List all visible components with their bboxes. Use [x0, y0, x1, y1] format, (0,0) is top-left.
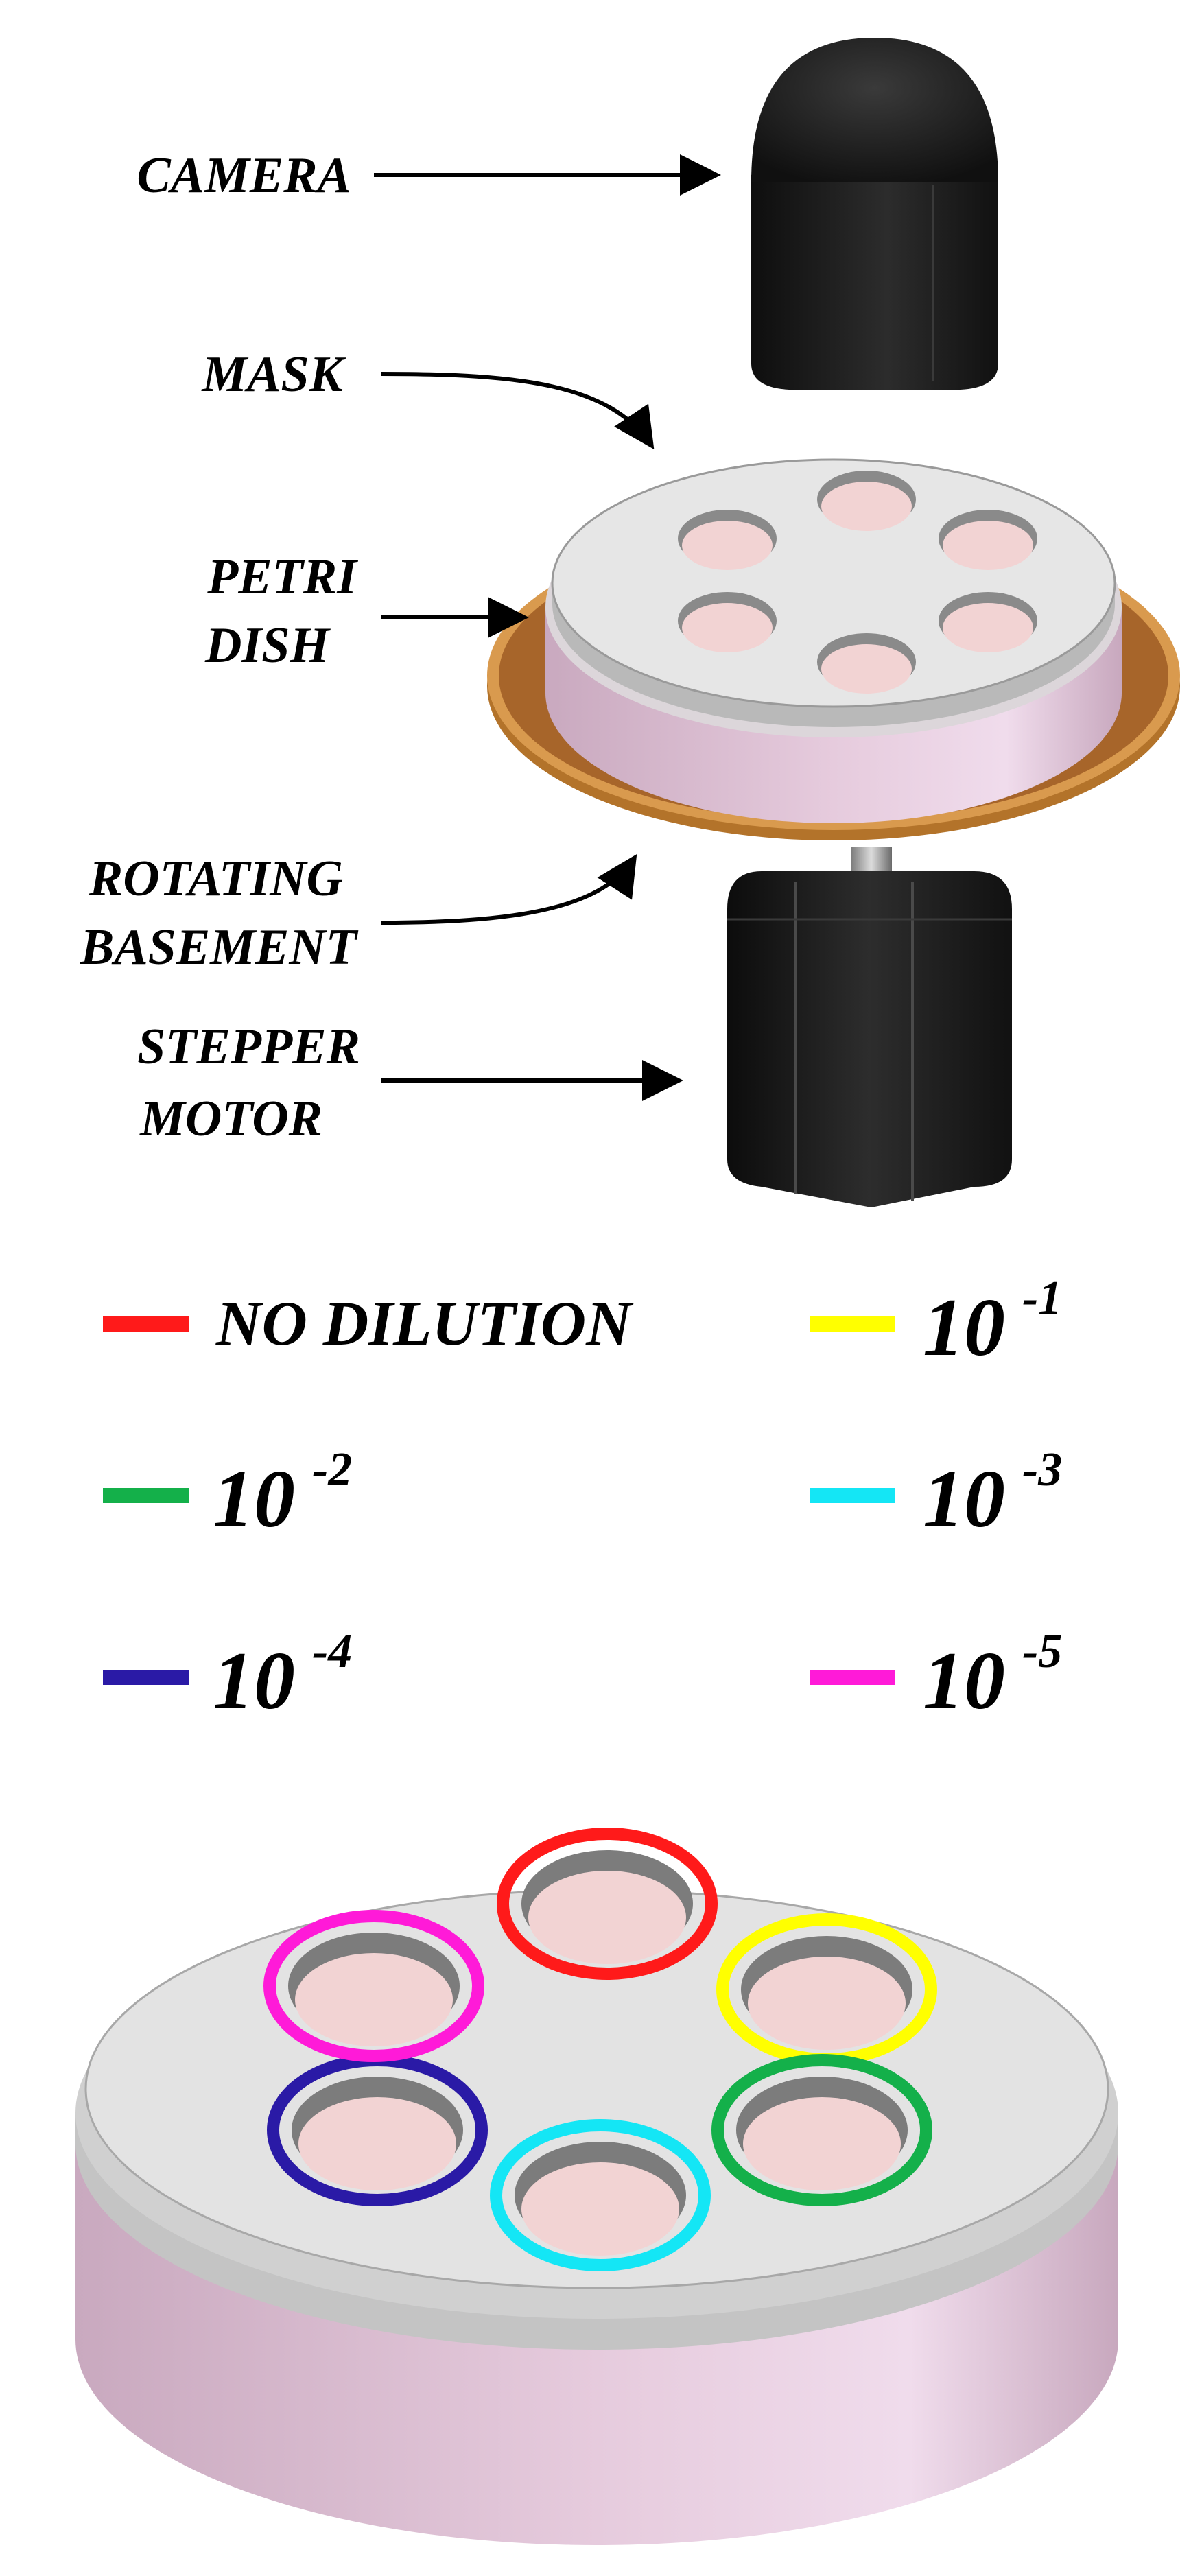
- mask-well: [678, 592, 777, 652]
- mask-well: [939, 510, 1037, 570]
- legend-exponent: -3: [1022, 1443, 1062, 1496]
- well-1e-3: [490, 2119, 711, 2271]
- mask-label: MASK: [201, 346, 346, 403]
- legend-base: 10: [923, 1281, 1005, 1373]
- rotating-basement-arrow: [380, 853, 637, 925]
- well-1e-2: [711, 2054, 932, 2206]
- callout-camera: CAMERA: [137, 147, 721, 204]
- legend-exponent: -4: [312, 1625, 352, 1678]
- legend-item-1e-5: 10 -5: [810, 1625, 1062, 1726]
- well-ring: [711, 2054, 932, 2206]
- callout-stepper-motor: STEPPER MOTOR: [137, 1019, 683, 1147]
- dilution-wells: [263, 1828, 937, 2271]
- legend-exponent: -1: [1022, 1272, 1062, 1325]
- legend-item-1e-4: 10 -4: [103, 1625, 352, 1726]
- legend-base: 10: [923, 1635, 1005, 1726]
- legend-item-1e-2: 10 -2: [103, 1443, 352, 1544]
- mask-well: [939, 592, 1037, 652]
- legend-base: 10: [213, 1453, 295, 1544]
- stepper-motor-label-line2: MOTOR: [139, 1091, 322, 1147]
- camera-label: CAMERA: [137, 147, 351, 204]
- petri-dish-label-line1: PETRI: [207, 549, 358, 605]
- mask-well: [817, 471, 916, 531]
- legend-base: 10: [213, 1635, 295, 1726]
- mask-well: [678, 510, 777, 570]
- callout-petri-dish: PETRI DISH: [204, 549, 529, 674]
- well-no-dilution: [497, 1828, 718, 1980]
- well-ring: [263, 1910, 484, 2062]
- mask-wells: [678, 471, 1037, 694]
- legend-item-1e-3: 10 -3: [810, 1443, 1062, 1544]
- rotating-basement-label-line2: BASEMENT: [80, 919, 359, 976]
- legend: NO DILUTION 10 -1 10 -2 10 -3 10 -4 10 -…: [103, 1272, 1062, 1726]
- well-ring: [490, 2119, 711, 2271]
- legend-exponent: -2: [312, 1443, 352, 1496]
- legend-label: NO DILUTION: [215, 1288, 634, 1358]
- legend-item-no-dilution: NO DILUTION: [103, 1288, 634, 1358]
- well-1e-5: [263, 1910, 484, 2062]
- legend-base: 10: [923, 1453, 1005, 1544]
- rotating-basement-label-line1: ROTATING: [89, 851, 343, 907]
- mask-arrow: [380, 372, 655, 449]
- stepper-motor-label-line1: STEPPER: [137, 1019, 360, 1075]
- callout-mask: MASK: [201, 346, 655, 449]
- stepper-motor-icon: [727, 871, 1012, 1207]
- legend-item-1e-1: 10 -1: [810, 1272, 1062, 1373]
- well-1e-1: [716, 1913, 937, 2066]
- callout-rotating-basement: ROTATING BASEMENT: [80, 851, 637, 976]
- mask-well: [817, 633, 916, 694]
- camera-icon: [751, 38, 998, 390]
- well-ring: [497, 1828, 718, 1980]
- legend-exponent: -5: [1022, 1625, 1062, 1678]
- well-1e-4: [267, 2054, 488, 2206]
- petri-dish-label-line2: DISH: [204, 617, 331, 674]
